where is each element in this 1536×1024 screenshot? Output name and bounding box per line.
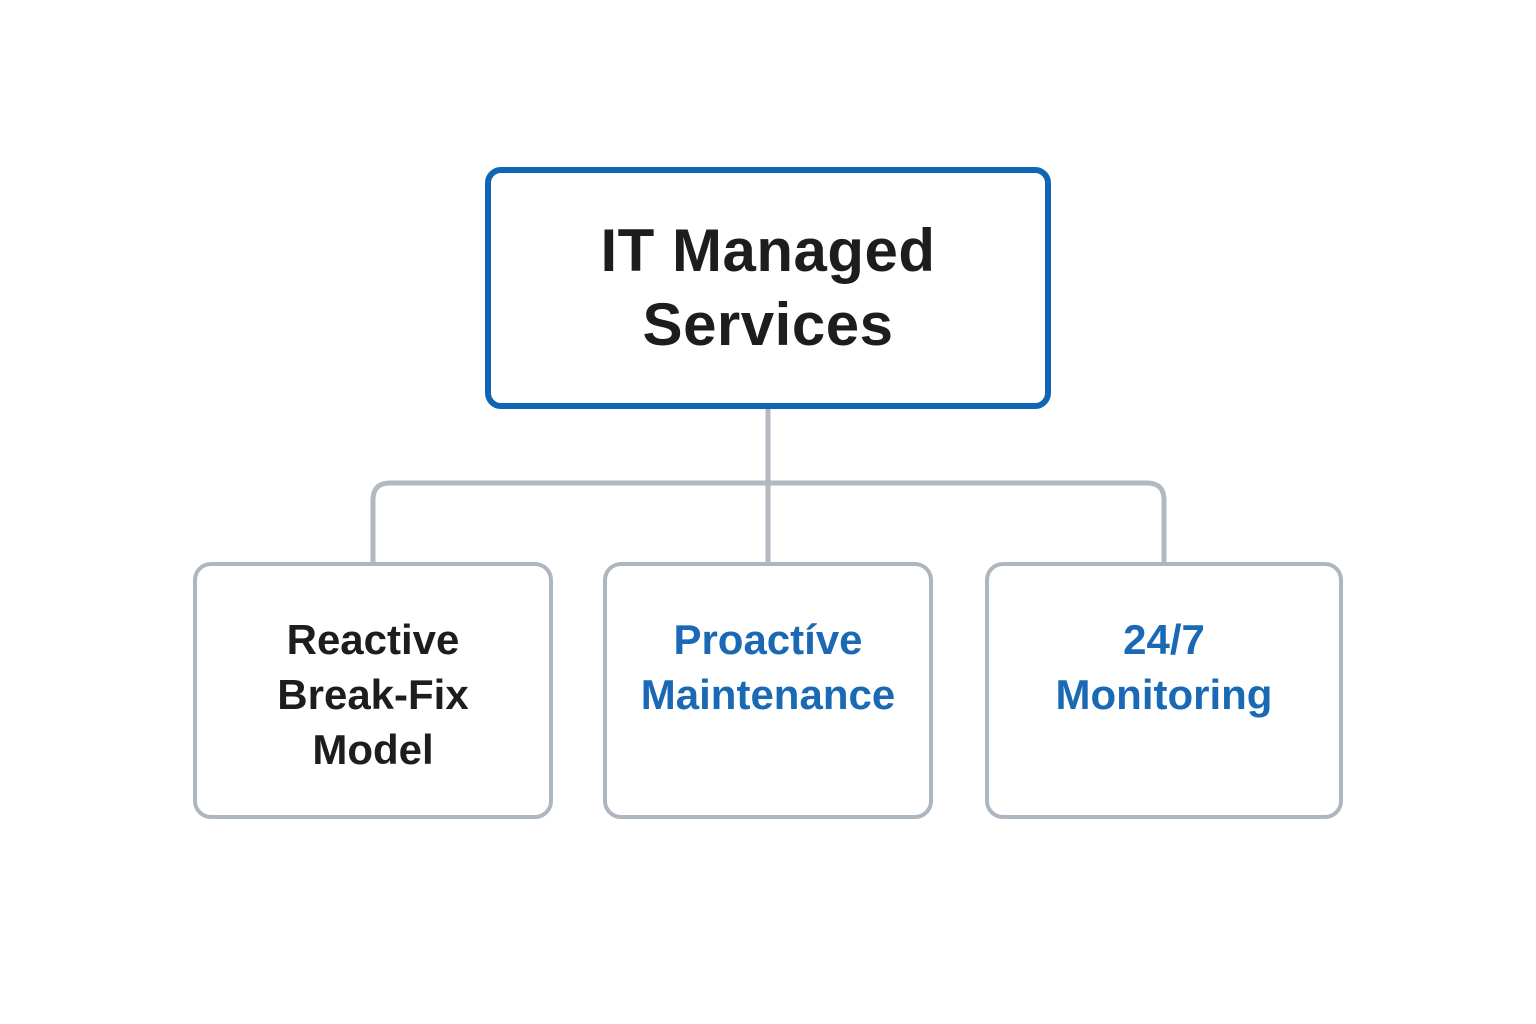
node-root-line-2: Services bbox=[642, 291, 894, 358]
node-reactive-break-fix-model: Reactive Break-Fix Model bbox=[193, 562, 553, 819]
node-root-line-1: IT Managed bbox=[600, 217, 936, 284]
node-child-3-line-2: Monitoring bbox=[1055, 671, 1273, 718]
node-child-1-line-3: Model bbox=[312, 726, 434, 773]
node-child-2-line-2: Maintenance bbox=[640, 671, 896, 718]
node-child-2-line-1: Proactíve bbox=[673, 616, 863, 663]
node-child-1-line-2: Break-Fix bbox=[277, 671, 469, 718]
node-proactive-maintenance: Proactíve Maintenance bbox=[603, 562, 933, 819]
node-child-1-line-1: Reactive bbox=[286, 616, 460, 663]
node-child-3-line-1: 24/7 bbox=[1123, 616, 1205, 663]
connector-rail bbox=[370, 480, 1167, 562]
node-24-7-monitoring: 24/7 Monitoring bbox=[985, 562, 1343, 819]
node-it-managed-services: IT Managed Services bbox=[485, 167, 1051, 409]
